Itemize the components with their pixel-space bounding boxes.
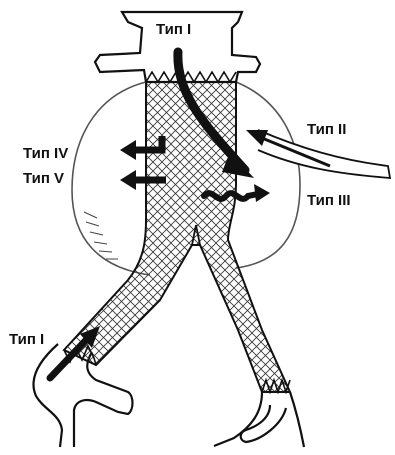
sac-wall-leak-ticks [84, 212, 118, 259]
stent-graft-body [64, 82, 290, 392]
type-4-arrowhead [120, 140, 136, 160]
label-type-2: Тип II [307, 122, 346, 137]
label-type-1-bottom: Тип I [9, 332, 44, 347]
label-type-3: Тип III [307, 193, 351, 208]
right-iliac-artery [214, 392, 304, 447]
type-3-arrowhead [254, 184, 270, 202]
label-type-4: Тип IV [23, 146, 68, 161]
label-type-5: Тип V [23, 171, 64, 186]
type-5-arrowhead [120, 170, 136, 190]
label-type-1-top: Тип I [156, 22, 191, 37]
